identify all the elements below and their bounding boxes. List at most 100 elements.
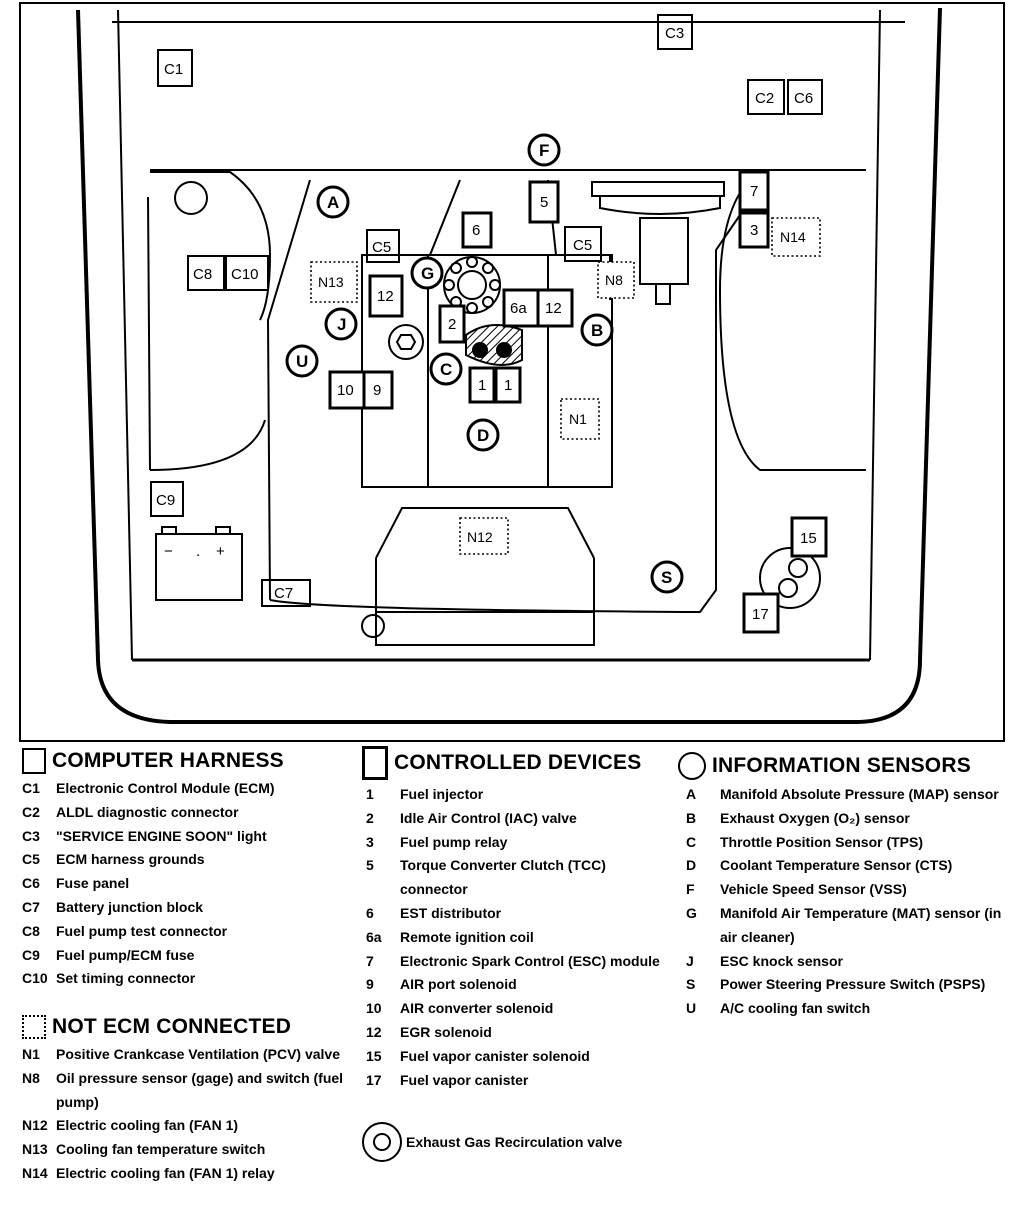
- legend-item-text: Fuse panel: [56, 875, 130, 892]
- legend-item-code: 5: [366, 857, 374, 874]
- legend-computer-harness-title: COMPUTER HARNESS: [52, 749, 284, 772]
- legend-item-code: C8: [22, 922, 40, 939]
- legend-not-ecm-connected-title: NOT ECM CONNECTED: [52, 1015, 292, 1038]
- legend-item-code: C7: [22, 898, 40, 915]
- engine-compartment-diagram: − . + C1 C2 C3 C5 C5 C6 C7 C8 C9 C10: [19, 2, 1005, 742]
- label-1a: 1: [478, 377, 486, 394]
- label-7: 7: [750, 183, 758, 200]
- legend-item-code: 9: [366, 976, 374, 993]
- label-n12: N12: [467, 529, 493, 545]
- legend-item-text: Fuel pump relay: [400, 833, 508, 850]
- legend-item-text: Electric cooling fan (FAN 1): [56, 1117, 239, 1134]
- radiator-fan: [361, 507, 595, 646]
- legend-item-code: 6a: [366, 928, 382, 945]
- legend-item-code: C: [686, 833, 697, 850]
- legend-item-text: Set timing connector: [56, 970, 196, 987]
- label-n1: N1: [569, 411, 587, 427]
- legend-item-text: A/C cooling fan switch: [720, 1000, 871, 1017]
- legend-item-code: 10: [366, 1000, 382, 1017]
- legend-item-text: EST distributor: [400, 904, 502, 921]
- label-10: 10: [337, 382, 354, 399]
- legend-item-text: Coolant Temperature Sensor (CTS): [720, 857, 953, 874]
- legend-item-code: B: [686, 809, 697, 826]
- legend-item-text: AIR converter solenoid: [400, 1000, 554, 1017]
- legend-information-sensors-list: A Manifold Absolute Pressure (MAP) sensor…: [686, 783, 1008, 1021]
- legend-item-code: C2: [22, 803, 40, 820]
- label-u: U: [296, 352, 308, 371]
- label-2: 2: [448, 316, 456, 333]
- battery-minus: −: [164, 543, 173, 560]
- label-c5-right: C5: [573, 237, 592, 254]
- dotted-square-symbol-icon: [22, 1015, 46, 1039]
- label-c: C: [440, 360, 452, 379]
- legend-item: C5 ECM harness grounds: [22, 848, 352, 872]
- diagram-frame: [19, 2, 1005, 742]
- label-f: F: [539, 141, 549, 160]
- circle-symbol-icon: [678, 752, 706, 780]
- vehicle-body-outline: [76, 7, 942, 724]
- legend-item-text: ECM harness grounds: [56, 851, 205, 868]
- thick-square-symbol-icon: [362, 746, 388, 780]
- label-a: A: [327, 193, 339, 212]
- legend-item-code: 2: [366, 809, 374, 826]
- legend-item-code: C1: [22, 780, 40, 796]
- label-15: 15: [800, 530, 817, 547]
- legend-item-text: Manifold Air Temperature (MAT) sensor (i…: [720, 904, 1002, 945]
- legend-item-code: 6: [366, 904, 374, 921]
- legend-item-text: Fuel pump/ECM fuse: [56, 946, 195, 963]
- legend-item-code: U: [686, 1000, 697, 1017]
- label-j: J: [337, 315, 346, 334]
- legend-item-text: AIR port solenoid: [400, 976, 517, 993]
- egr-valve-symbol-icon: [362, 1122, 402, 1162]
- legend-item-text: ALDL diagnostic connector: [56, 803, 239, 820]
- label-n14: N14: [780, 229, 806, 245]
- legend-item-code: 1: [366, 786, 374, 802]
- legend-item-code: J: [686, 952, 694, 969]
- legend-item-code: 15: [366, 1047, 382, 1064]
- label-n13: N13: [318, 274, 344, 290]
- legend-item-text: Electronic Control Module (ECM): [56, 780, 275, 796]
- legend-item-text: Fuel vapor canister: [400, 1071, 529, 1088]
- fuel-vapor-canister-shape: [759, 547, 821, 609]
- legend-item: A Manifold Absolute Pressure (MAP) sensor: [686, 783, 1008, 807]
- legend-item-text: "SERVICE ENGINE SOON" light: [56, 827, 267, 844]
- legend-item-text: Manifold Absolute Pressure (MAP) sensor: [720, 786, 999, 802]
- legend-item-code: A: [686, 786, 697, 802]
- battery-dot: .: [196, 543, 200, 560]
- legend-item-text: Oil pressure sensor (gage) and switch (f…: [56, 1069, 344, 1110]
- headlight-left: [174, 181, 208, 215]
- label-c7: C7: [274, 585, 293, 602]
- legend-item: J ESC knock sensor: [686, 950, 1008, 974]
- legend-item: C2 ALDL diagnostic connector: [22, 801, 352, 825]
- label-c1: C1: [164, 61, 183, 78]
- legend-item-text: EGR solenoid: [400, 1023, 492, 1040]
- legend-item-text: ESC knock sensor: [720, 952, 843, 969]
- label-c9: C9: [156, 492, 175, 509]
- legend-item-code: S: [686, 976, 696, 993]
- label-12b: 12: [545, 300, 562, 317]
- label-9: 9: [373, 382, 381, 399]
- label-1b: 1: [504, 377, 512, 394]
- legend-item-code: C5: [22, 851, 40, 868]
- label-5: 5: [540, 194, 548, 211]
- legend-item-text: Fuel pump test connector: [56, 922, 228, 939]
